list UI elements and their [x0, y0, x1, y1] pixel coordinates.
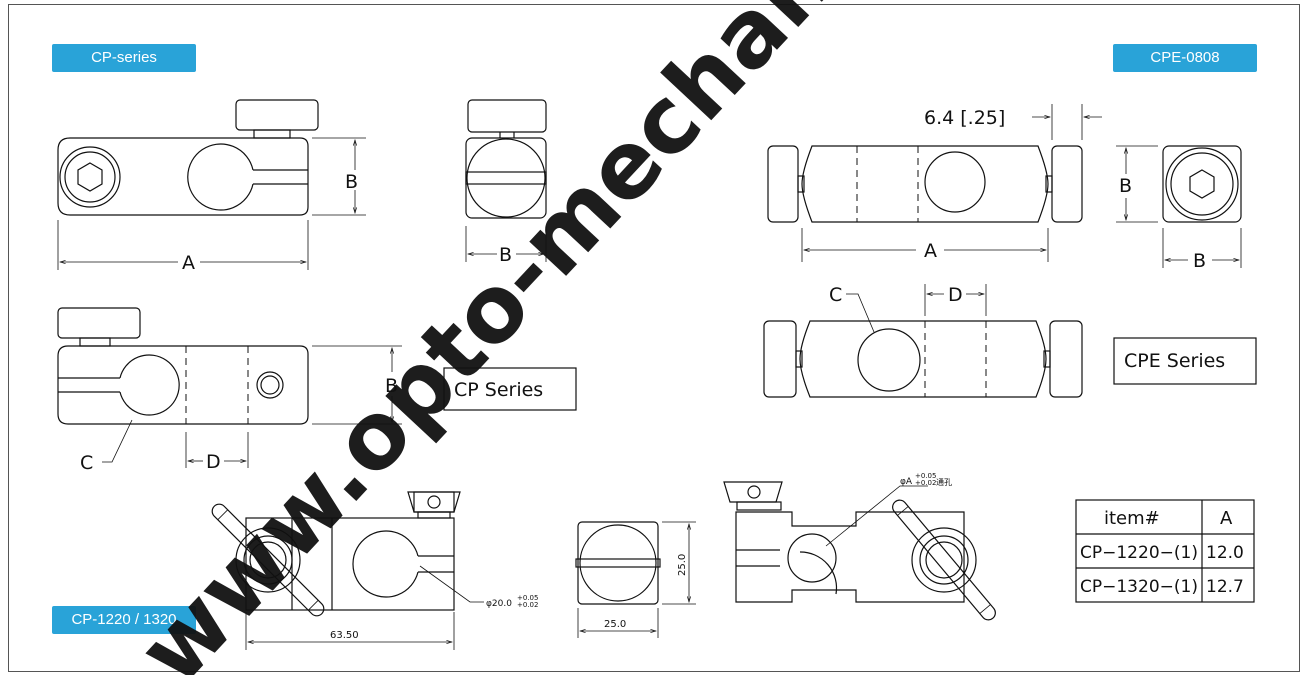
cp-1320-front-view — [723, 481, 996, 621]
cpe-front-view — [767, 104, 1102, 262]
cp-1220-front-view — [211, 491, 484, 650]
cp-front-view — [57, 99, 366, 270]
table-header-item: item# — [1104, 508, 1160, 529]
dim-25-0-h: 25.0 — [604, 619, 626, 630]
table-cell-r0-c1: 12.0 — [1206, 543, 1244, 563]
dim-phiA-note: 通孔 — [936, 477, 952, 487]
table-cell-r0-c0: CP−1220−(1) — [1080, 543, 1198, 563]
label-d-2: D — [948, 284, 963, 306]
label-b-1: B — [345, 171, 358, 193]
label-b-3: B — [385, 375, 398, 397]
label-a-2: A — [924, 240, 937, 262]
cp-top-view — [57, 307, 402, 468]
dim-6-4: 6.4 [.25] — [924, 107, 1005, 129]
label-d-1: D — [206, 451, 221, 473]
drawing-frame — [8, 4, 1300, 672]
badge-cp-1220-1320: CP-1220 / 1320 — [52, 606, 196, 634]
dim-phiA-tol-up: +0.05 — [915, 472, 936, 480]
cp-series-box-label: CP Series — [454, 379, 543, 401]
cp-side-view — [465, 99, 547, 262]
dim-63-50: 63.50 — [330, 630, 359, 641]
dim-25-0-v: 25.0 — [677, 554, 688, 576]
label-a-1: A — [182, 252, 195, 274]
label-c-2: C — [829, 284, 842, 306]
dim-phi20: φ20.0 — [486, 599, 512, 609]
dim-phi20-tol-dn: +0.02 — [517, 601, 538, 609]
label-b-5: B — [1193, 250, 1206, 272]
dim-phi20-tol-up: +0.05 — [517, 594, 538, 602]
cpe-series-box — [1113, 337, 1257, 385]
table-header-a: A — [1220, 508, 1233, 529]
item-table — [1075, 499, 1255, 603]
label-c-1: C — [80, 452, 93, 474]
table-cell-r1-c1: 12.7 — [1206, 577, 1244, 597]
cpe-top-view — [763, 284, 1083, 398]
dim-phiA-tol-dn: +0.02 — [915, 479, 936, 487]
badge-cpe-0808: CPE-0808 — [1113, 44, 1257, 72]
cpe-series-box-label: CPE Series — [1124, 350, 1225, 372]
cp-series-box — [443, 367, 577, 411]
cpe-end-view — [1116, 145, 1242, 268]
label-b-4: B — [1119, 175, 1132, 197]
label-b-2: B — [499, 244, 512, 266]
table-cell-r1-c0: CP−1320−(1) — [1080, 577, 1198, 597]
dim-phiA: φA — [900, 477, 913, 487]
cp-1220-side-view — [575, 521, 696, 638]
badge-cp-series: CP-series — [52, 44, 196, 72]
